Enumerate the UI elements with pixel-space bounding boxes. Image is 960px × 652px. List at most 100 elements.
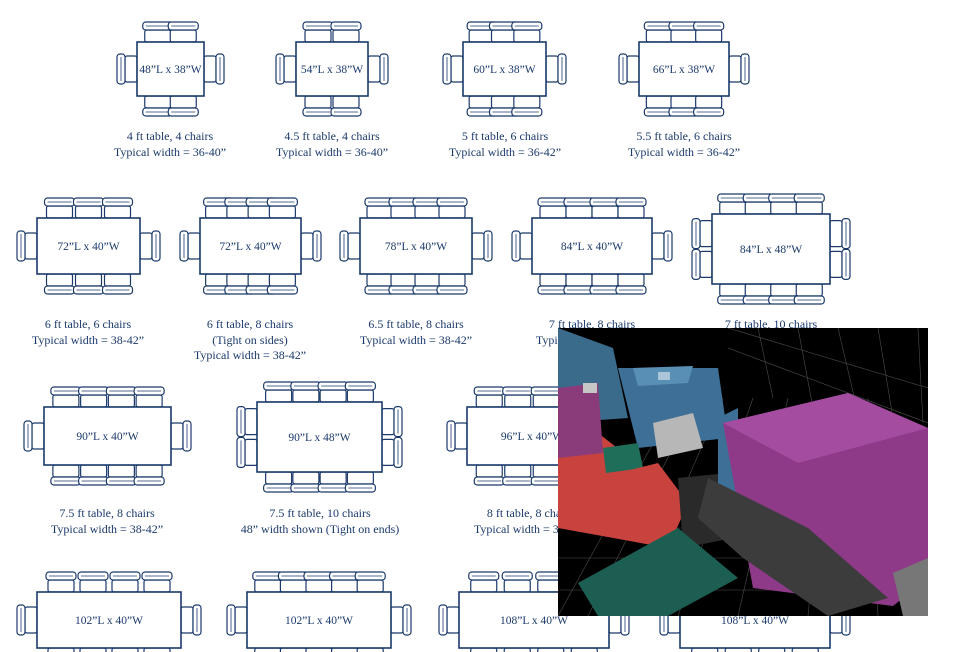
table-top bbox=[36, 217, 141, 275]
table-layout: 54”L x 38”W bbox=[275, 21, 389, 117]
chair-icon bbox=[105, 386, 137, 408]
table-layout: 84”L x 40”W bbox=[511, 197, 673, 295]
chair-icon bbox=[728, 53, 750, 85]
chair-icon bbox=[364, 273, 396, 295]
chair-icon bbox=[170, 420, 192, 452]
table-caption: 7 ft table, 10 chairs bbox=[725, 317, 817, 333]
chair-icon bbox=[829, 248, 851, 280]
table-layout: 90”L x 48”W bbox=[236, 381, 403, 493]
table-caption-line: Typical width = 38-42” bbox=[193, 348, 307, 362]
chair-icon bbox=[317, 471, 349, 493]
table-dimensions-label: 72”L x 40”W bbox=[219, 241, 281, 253]
chair-icon bbox=[226, 604, 248, 636]
table-top bbox=[43, 406, 172, 466]
chair-icon bbox=[691, 218, 713, 250]
table-layout: 72”L x 40”W bbox=[179, 197, 322, 295]
table-dimensions-label: 72”L x 40”W bbox=[57, 241, 119, 253]
table-caption-line: 7.5 ft table, 10 chairs bbox=[269, 506, 371, 520]
table-caption-line: 7.5 ft table, 8 chairs bbox=[59, 506, 155, 520]
chair-icon bbox=[502, 386, 534, 408]
chair-icon bbox=[236, 436, 258, 468]
chair-icon bbox=[180, 604, 202, 636]
table-top bbox=[36, 591, 182, 649]
chair-icon bbox=[16, 604, 38, 636]
table-caption-line: Typical width = 38-42” bbox=[50, 521, 164, 536]
table-layout: 60”L x 38”W bbox=[442, 21, 567, 117]
chair-icon bbox=[367, 53, 389, 85]
chair-icon bbox=[50, 464, 82, 486]
chair-icon bbox=[116, 53, 138, 85]
chair-icon bbox=[438, 604, 460, 636]
chair-icon bbox=[277, 571, 309, 593]
chair-icon bbox=[693, 95, 725, 117]
table-caption-line: 6 ft table, 6 chairs bbox=[44, 317, 132, 331]
table-caption-line: 6 ft table, 8 chairs bbox=[206, 317, 294, 331]
chair-icon bbox=[139, 230, 161, 262]
chair-icon bbox=[16, 230, 38, 262]
table-dimensions-label: 78”L x 40”W bbox=[385, 241, 447, 253]
table-top bbox=[711, 213, 831, 285]
chair-icon bbox=[717, 283, 749, 305]
chair-icon bbox=[266, 197, 298, 219]
chair-icon bbox=[133, 386, 165, 408]
table-layout: 72”L x 40”W bbox=[16, 197, 161, 295]
table-layout: 78”L x 40”W bbox=[339, 197, 493, 295]
table-top bbox=[246, 591, 392, 649]
chair-icon bbox=[263, 381, 295, 403]
chair-icon bbox=[290, 471, 322, 493]
chair-icon bbox=[471, 230, 493, 262]
table-top bbox=[359, 217, 473, 275]
table-layout: 90”L x 40”W bbox=[23, 386, 192, 486]
chair-icon bbox=[101, 273, 134, 295]
chair-icon bbox=[436, 273, 468, 295]
table-dimensions-label: 90”L x 48”W bbox=[288, 432, 350, 444]
chair-icon bbox=[109, 571, 141, 593]
chair-icon bbox=[388, 273, 420, 295]
table-layout: 66”L x 38”W bbox=[618, 21, 750, 117]
chair-icon bbox=[436, 197, 468, 219]
chair-icon bbox=[179, 230, 201, 262]
chair-icon bbox=[142, 95, 174, 117]
chair-icon bbox=[643, 95, 675, 117]
chair-icon bbox=[693, 21, 725, 43]
chair-icon bbox=[266, 273, 298, 295]
chair-icon bbox=[502, 464, 534, 486]
table-layout: 48”L x 38”W bbox=[116, 21, 225, 117]
chair-icon bbox=[303, 571, 335, 593]
table-dimensions-label: 54”L x 38”W bbox=[301, 64, 363, 76]
3d-scene-overlay bbox=[558, 328, 928, 616]
table-caption-line: 4.5 ft table, 4 chairs bbox=[284, 129, 380, 143]
chair-icon bbox=[511, 21, 543, 43]
chair-icon bbox=[78, 464, 110, 486]
chair-icon bbox=[203, 53, 225, 85]
chair-icon bbox=[302, 21, 334, 43]
table-top bbox=[462, 41, 547, 97]
table-caption-line: 7 ft table, 8 chairs bbox=[548, 317, 636, 331]
chair-icon bbox=[446, 420, 468, 452]
table-dimensions-label: 48”L x 38”W bbox=[139, 64, 201, 76]
table-caption-line: Typical width = 38-42” bbox=[359, 332, 473, 347]
chair-icon bbox=[511, 95, 543, 117]
chair-icon bbox=[615, 197, 647, 219]
table-dimensions-label: 66”L x 38”W bbox=[653, 64, 715, 76]
chair-icon bbox=[364, 197, 396, 219]
chair-icon bbox=[43, 197, 76, 219]
chair-icon bbox=[354, 571, 386, 593]
chair-icon bbox=[381, 406, 403, 438]
chair-icon bbox=[468, 571, 500, 593]
chair-icon bbox=[290, 381, 322, 403]
chair-icon bbox=[668, 95, 700, 117]
table-dimensions-label: 108”L x 40”W bbox=[500, 615, 568, 627]
chair-icon bbox=[344, 471, 376, 493]
table-top bbox=[295, 41, 369, 97]
chair-icon bbox=[388, 197, 420, 219]
table-caption-line: Typical width = 36-42” bbox=[448, 144, 562, 159]
table-caption-line: 4 ft table, 4 chairs bbox=[126, 129, 214, 143]
table-caption-line: Typical width = 36-40” bbox=[113, 144, 227, 159]
